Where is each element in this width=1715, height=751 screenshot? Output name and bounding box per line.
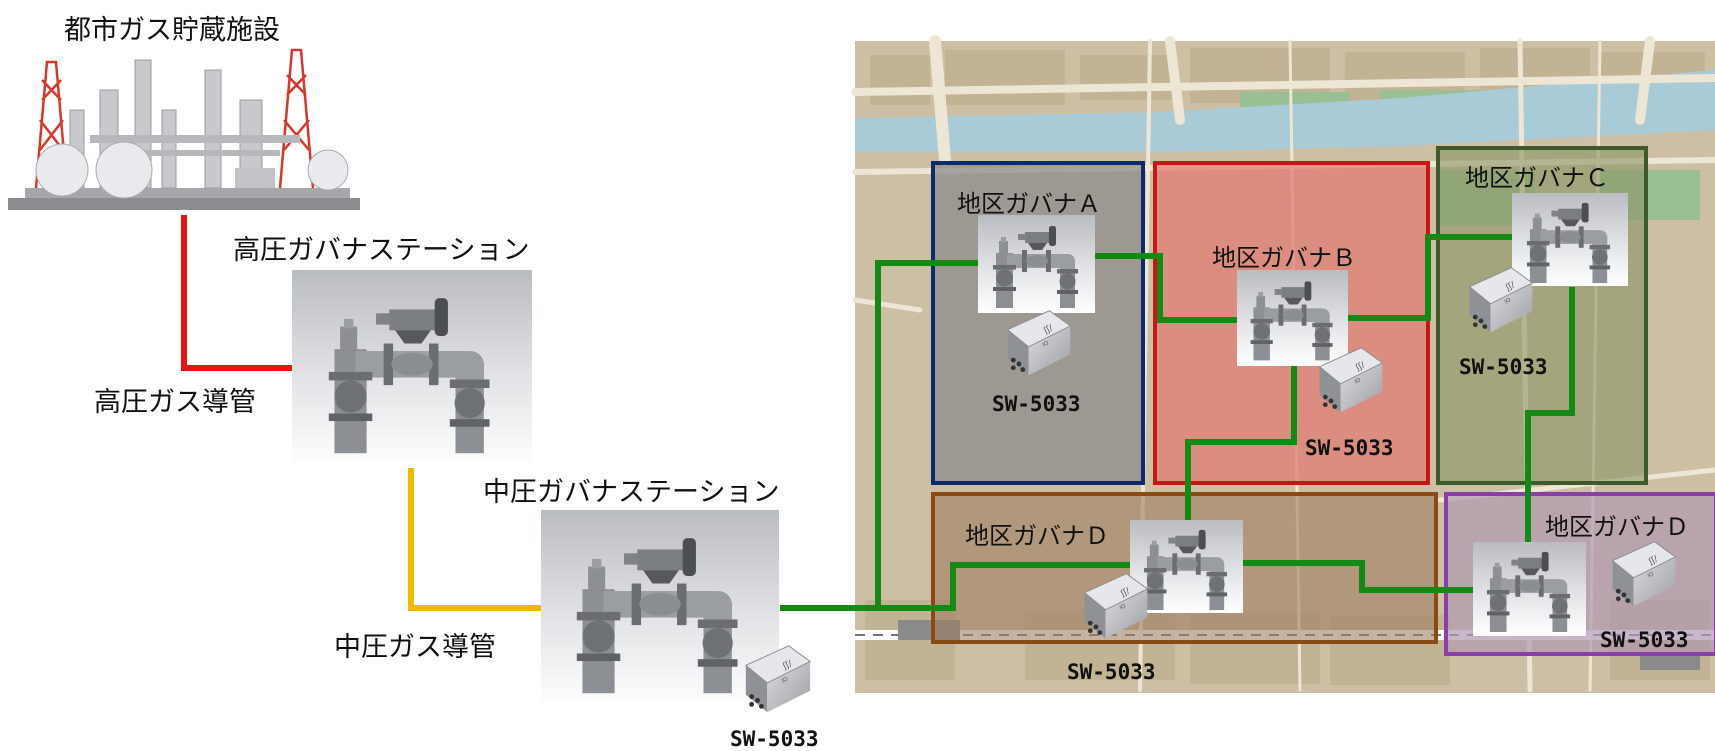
district-d2-label: 地区ガバナＤ bbox=[1545, 513, 1689, 541]
district-d2-governor bbox=[1473, 542, 1586, 636]
district-d1-device-model: SW-5033 bbox=[1067, 660, 1156, 684]
high-pressure-pipe bbox=[181, 215, 292, 371]
district-d1-governor bbox=[1130, 520, 1243, 613]
high-pressure-pipe-label: 高圧ガス導管 bbox=[94, 387, 256, 418]
district-b-label: 地区ガバナＢ bbox=[1212, 244, 1356, 272]
district-b-device-model: SW-5033 bbox=[1305, 436, 1394, 460]
station-device-model: SW-5033 bbox=[730, 727, 819, 751]
district-d1-label: 地区ガバナＤ bbox=[965, 522, 1109, 550]
medium-pressure-governor-station bbox=[541, 510, 779, 707]
district-d2-device-model: SW-5033 bbox=[1600, 628, 1689, 652]
medium-pressure-pipe-label: 中圧ガス導管 bbox=[334, 632, 496, 663]
district-b-governor bbox=[1237, 270, 1348, 366]
high-pressure-station-label: 高圧ガバナステーション bbox=[233, 235, 530, 266]
gas-storage-facility-illustration bbox=[8, 48, 360, 210]
district-a-governor bbox=[978, 215, 1095, 313]
facility-title: 都市ガス貯蔵施設 bbox=[64, 15, 280, 46]
medium-pressure-pipe bbox=[408, 468, 541, 611]
district-c-label: 地区ガバナＣ bbox=[1465, 164, 1609, 192]
high-pressure-governor-station bbox=[292, 270, 532, 467]
medium-pressure-station-label: 中圧ガバナステーション bbox=[483, 477, 780, 508]
district-c-governor bbox=[1512, 193, 1628, 286]
district-a-device-model: SW-5033 bbox=[992, 392, 1081, 416]
district-a-label: 地区ガバナＡ bbox=[957, 190, 1101, 218]
district-c-device-model: SW-5033 bbox=[1459, 355, 1548, 379]
distribution-pipes bbox=[780, 234, 1575, 611]
